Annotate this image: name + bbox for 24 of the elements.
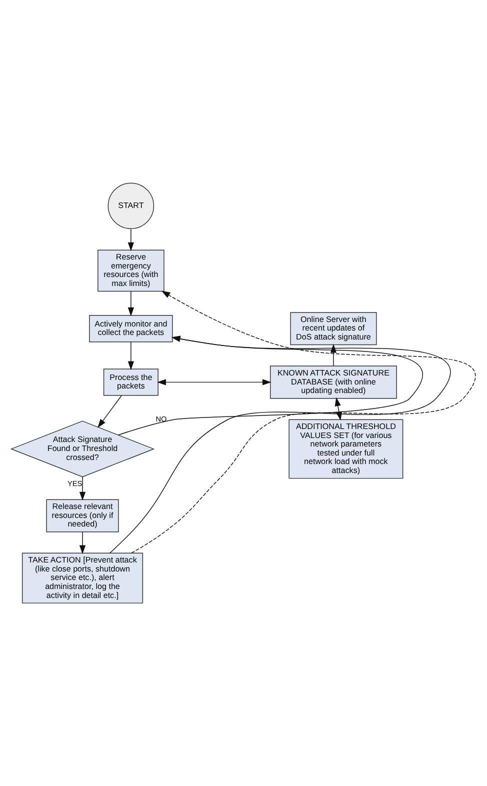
node-box: TAKE ACTION [Prevent attack (like close ports, shutdown service etc.), alert administrator, log the activity in detail etc.] [22,552,144,604]
arrow [79,532,86,554]
arrow [157,379,272,386]
edge-label: NO [156,414,167,424]
node-box: KNOWN ATTACK SIGNATURE DATABASE (with online updating enabled) [270,366,397,399]
arrow [128,228,134,252]
node-diamond: Attack Signature Found or Threshold crossed? [10,420,155,478]
arrow [128,291,134,316]
arrow [131,290,476,554]
arrow [109,336,451,554]
arrow [334,397,342,421]
node-box: Online Server with recent updates of DoS attack signature [290,312,377,346]
arrow [330,344,337,366]
node-box: ADDITIONAL THRESHOLD VALUES SET (for various network parameters tested under full network load with mock attacks) [288,419,404,479]
node-box: Release relevant resources (only if needed) [46,499,119,532]
node-box: Process the packets [103,368,158,396]
node-box: Reserve emergency resources (with max limits) [98,250,164,292]
edge-label: YES [67,479,82,488]
node-circle: START [108,182,154,230]
arrow [118,336,423,436]
arrow [79,476,86,501]
node-box: Actively monitor and collect the packets [89,315,173,342]
arrow [128,342,134,370]
arrow [98,395,122,428]
